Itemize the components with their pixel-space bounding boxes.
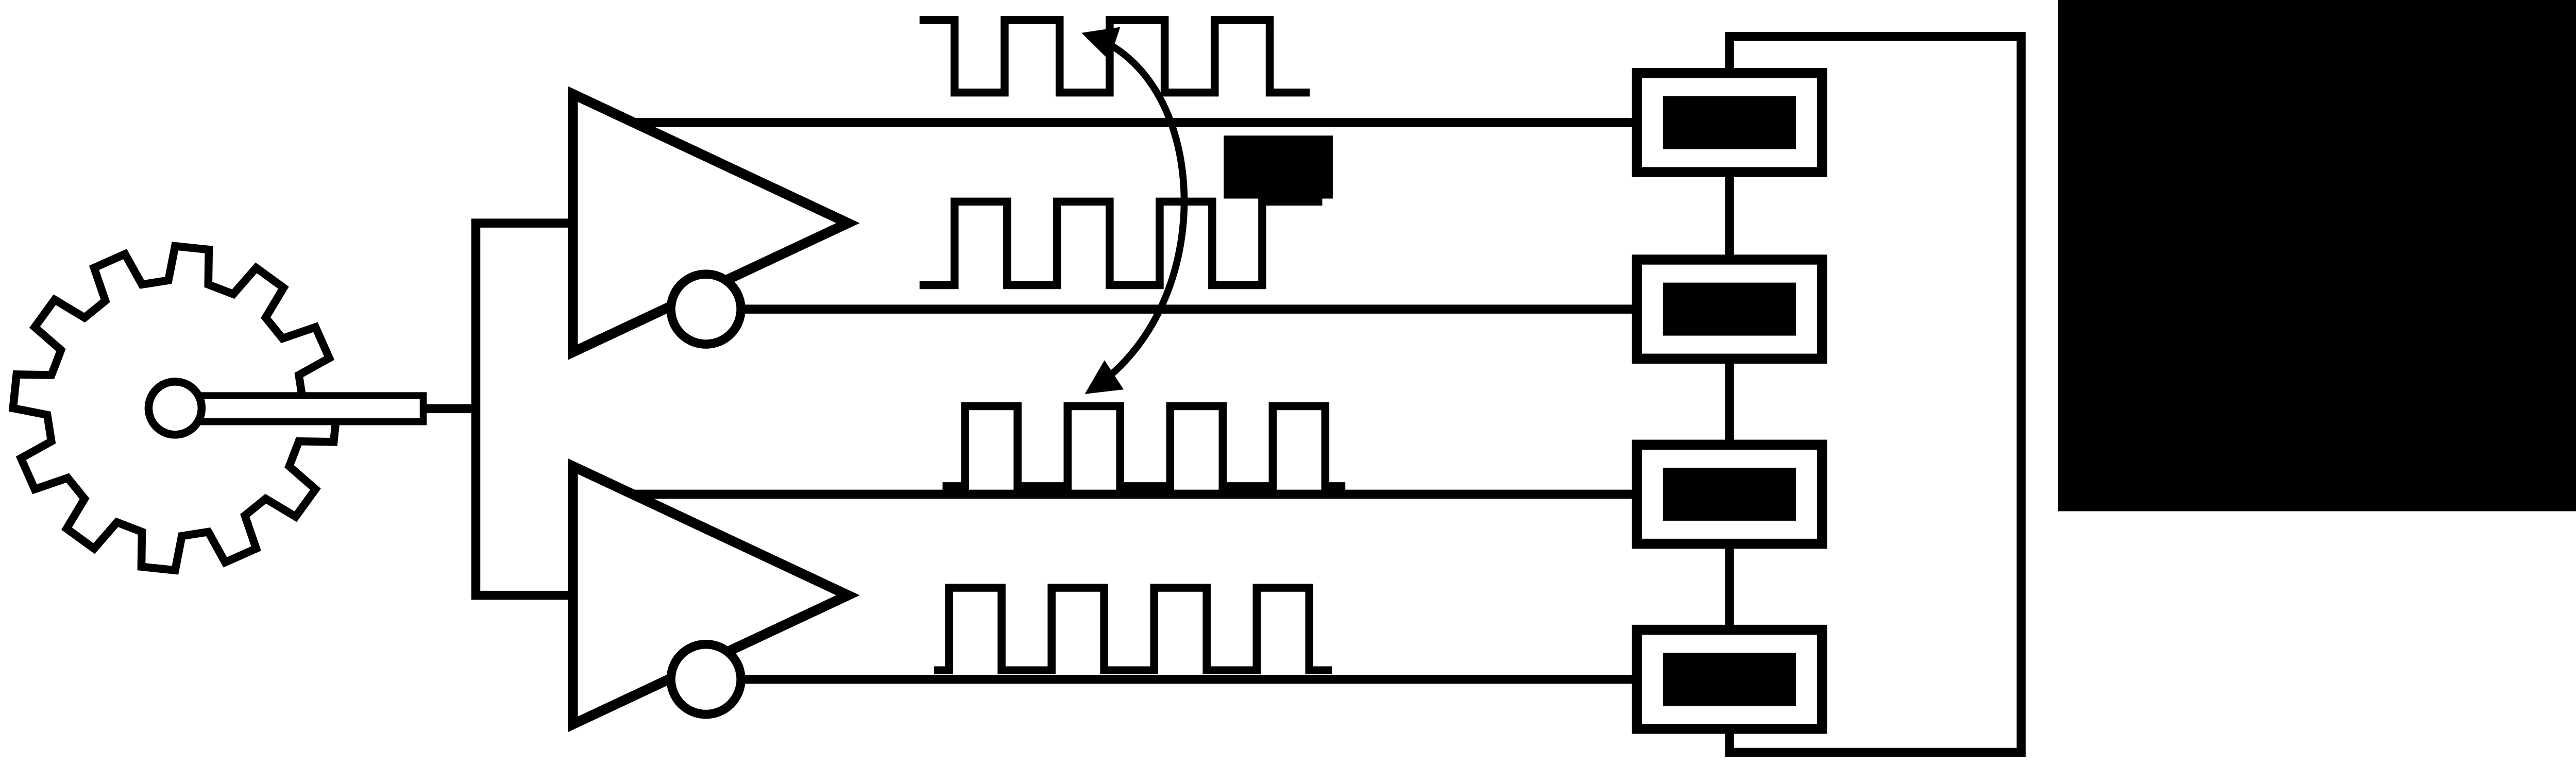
waveform-b <box>942 402 1346 490</box>
line-driver-a-inversion-bubble <box>666 269 745 349</box>
waveform-a <box>919 16 1310 97</box>
encoder-hub <box>144 378 206 439</box>
terminal-contact-4 <box>1663 653 1797 706</box>
terminal-contact-1 <box>1663 96 1797 149</box>
waveform-a-inv <box>919 197 1323 290</box>
controller-module <box>2058 0 2576 512</box>
line-driver-b-inversion-bubble <box>666 639 745 719</box>
terminal-contact-3 <box>1663 467 1797 521</box>
phase-shift-arrow <box>1081 27 1188 394</box>
phase-marker-block <box>1224 135 1333 199</box>
diagram-canvas <box>8 0 2576 757</box>
encoder-diagram <box>8 0 2576 757</box>
terminal-bus-outline <box>1725 32 2026 757</box>
waveform-b-inv <box>934 584 1332 674</box>
encoder-shaft <box>181 392 427 425</box>
terminal-contact-2 <box>1663 282 1797 336</box>
